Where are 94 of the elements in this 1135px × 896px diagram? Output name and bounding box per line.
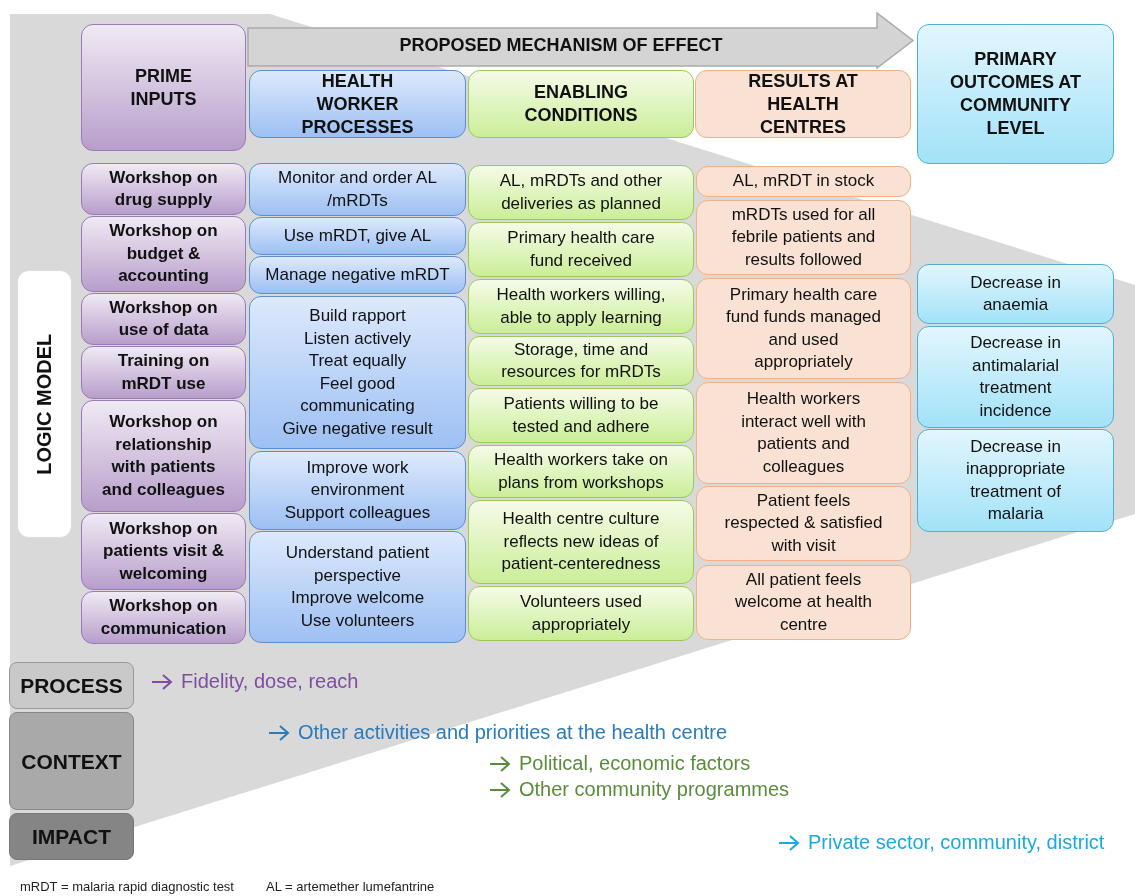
outcome-box xyxy=(917,429,1114,532)
evaluation-box xyxy=(9,813,134,860)
outcome-box xyxy=(917,326,1114,428)
box-text: Treat equally xyxy=(308,350,407,372)
note-text: Fidelity, dose, reach xyxy=(181,670,359,693)
condition-box xyxy=(468,336,694,386)
input-box xyxy=(81,513,246,590)
evaluation-box xyxy=(9,662,134,709)
result-box xyxy=(696,278,911,379)
box-text: Decrease in inappropriate treatment of malaria xyxy=(964,435,1067,525)
condition-box xyxy=(468,445,694,498)
input-box xyxy=(81,216,246,292)
result-box xyxy=(696,486,911,561)
note-text: Other activities and priorities at the health centre xyxy=(298,721,728,744)
heading-text: PRIMARY OUTCOMES AT COMMUNITY LEVEL xyxy=(949,48,1082,140)
box-text: Monitor and order AL /mRDTs xyxy=(278,167,437,212)
box-text: Listen actively xyxy=(304,327,411,350)
process-box xyxy=(249,296,466,449)
note-text: Other community programmes xyxy=(519,778,790,801)
box-text: Training on mRDT use xyxy=(116,350,211,395)
side-label-box xyxy=(17,270,72,538)
heading-text: CONTEXT xyxy=(21,749,122,773)
heading-text: IMPACT xyxy=(32,825,111,848)
input-box xyxy=(81,24,246,151)
box-text: All patient feels welcome at health centre xyxy=(734,568,873,636)
condition-box xyxy=(468,586,694,641)
box-text: Health workers interact well with patients and colleagues xyxy=(740,388,867,478)
heading-text: RESULTS AT HEALTH CENTRES xyxy=(747,69,859,139)
process-box xyxy=(249,163,466,216)
process-box xyxy=(249,217,466,255)
box-text: mRDTs used for all febrile patients and results followed xyxy=(730,203,877,271)
box-text: Health centre culture reflects new ideas of patient-centeredness xyxy=(500,508,662,576)
result-box xyxy=(696,382,911,484)
evaluation-box xyxy=(9,712,134,810)
condition-box xyxy=(468,500,694,584)
result-box xyxy=(696,166,911,197)
process-box xyxy=(249,256,466,294)
box-text: Patient feels respected & satisfied with visit xyxy=(723,489,884,557)
box-text: Manage negative mRDT xyxy=(265,263,450,286)
process-box xyxy=(249,70,466,138)
box-text: AL, mRDT in stock xyxy=(732,170,875,193)
box-text: Volunteers used appropriately xyxy=(519,591,643,636)
box-text: Give negative result xyxy=(282,417,433,440)
heading-text: HEALTH WORKER PROCESSES xyxy=(300,69,415,139)
box-text: Workshop on use of data xyxy=(108,296,219,341)
result-box xyxy=(695,70,911,138)
box-text: Decrease in antimalarial treatment incidence xyxy=(969,332,1062,422)
box-text: Primary health care fund received xyxy=(506,227,656,272)
note-text: Political, economic factors xyxy=(519,752,751,775)
box-text: Improve work environment xyxy=(305,456,410,502)
footnote-text: AL = artemether lumefantrine xyxy=(266,879,435,894)
process-box xyxy=(249,531,466,643)
process-box xyxy=(249,451,466,530)
box-text: Feel good communicating xyxy=(299,372,416,417)
condition-box xyxy=(468,279,694,334)
box-text: Workshop on relationship with patients and colleagues xyxy=(101,411,226,501)
condition-box xyxy=(468,165,694,220)
box-text: Understand patient perspective xyxy=(284,542,431,587)
outcome-box xyxy=(917,24,1114,164)
box-text: Patients willing to be tested and adhere xyxy=(502,393,660,438)
box-text: Health workers willing, able to apply learning xyxy=(495,284,667,329)
condition-box xyxy=(468,222,694,277)
box-text: Use mRDT, give AL xyxy=(283,224,432,247)
heading-text: PRIME INPUTS xyxy=(129,64,198,111)
box-text: Decrease in anaemia xyxy=(969,271,1062,316)
box-text: Workshop on budget & accounting xyxy=(108,220,219,288)
heading-text: PROPOSED MECHANISM OF EFFECT xyxy=(399,34,724,57)
box-text: Workshop on patients visit & welcoming xyxy=(102,517,225,585)
input-box xyxy=(81,346,246,399)
box-text: Storage, time and resources for mRDTs xyxy=(500,338,662,383)
box-text: Use volunteers xyxy=(300,609,415,632)
heading-text: PROCESS xyxy=(20,674,123,697)
condition-box xyxy=(468,70,694,138)
footnote-text: mRDT = malaria rapid diagnostic test xyxy=(20,879,234,894)
box-text: Improve welcome xyxy=(290,587,425,609)
note-text: Private sector, community, district xyxy=(808,831,1105,854)
box-text: Support colleagues xyxy=(284,501,431,524)
box-text: Health workers take on plans from workshops xyxy=(493,449,669,494)
box-text: Workshop on communication xyxy=(99,595,228,640)
heading-text: LOGIC MODEL xyxy=(33,333,56,475)
box-text: Build rapport xyxy=(309,305,406,327)
result-box xyxy=(696,200,911,275)
box-text: Workshop on drug supply xyxy=(108,166,219,211)
condition-box xyxy=(468,388,694,443)
input-box xyxy=(81,293,246,345)
result-box xyxy=(696,565,911,640)
input-box xyxy=(81,163,246,215)
box-text: Primary health care fund funds managed and used appropriately xyxy=(725,283,882,373)
outcome-box xyxy=(917,264,1114,324)
arrow-banner xyxy=(247,12,915,69)
heading-text: ENABLING CONDITIONS xyxy=(523,81,639,127)
input-box xyxy=(81,400,246,512)
box-text: AL, mRDTs and other deliveries as planned xyxy=(498,170,664,215)
input-box xyxy=(81,591,246,644)
